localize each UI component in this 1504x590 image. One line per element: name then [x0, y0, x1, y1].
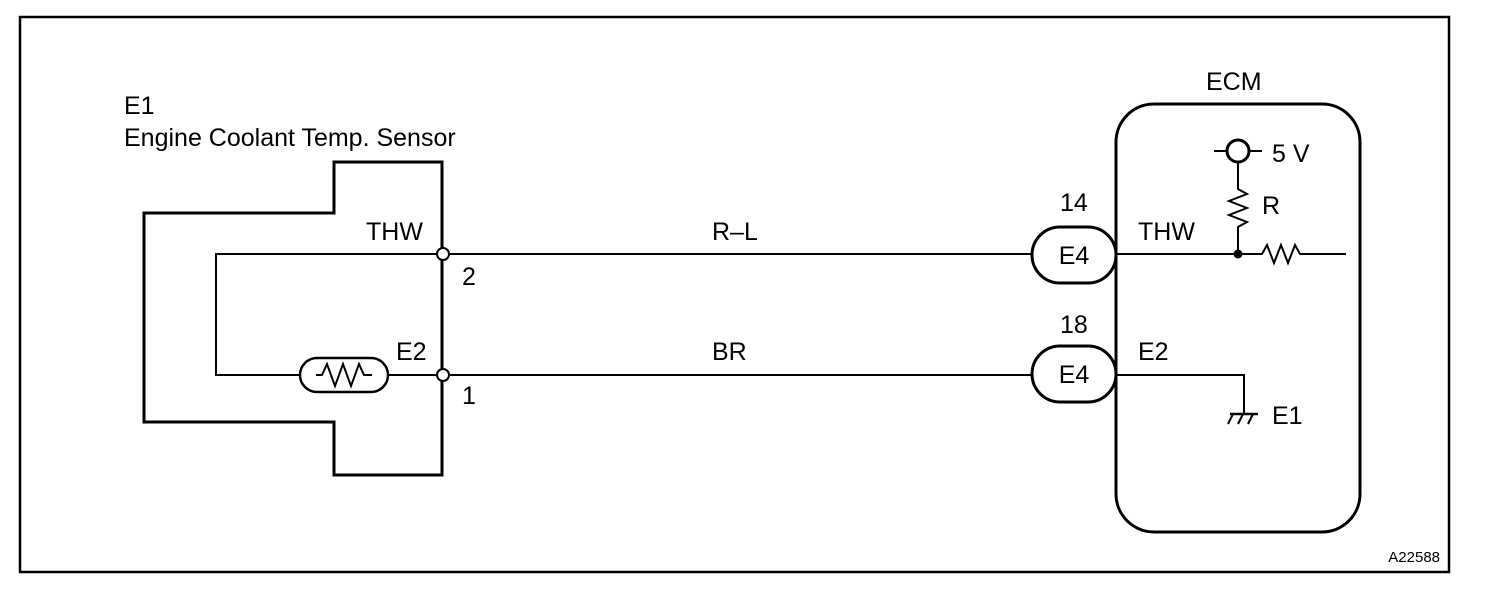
ecm-box	[1114, 102, 1362, 534]
figure-code: A22588	[1388, 549, 1440, 566]
pullup-resistor-icon	[1226, 184, 1250, 232]
sensor-name: Engine Coolant Temp. Sensor	[124, 124, 456, 152]
sensor-connector-body	[142, 160, 444, 477]
connector-top-pin: 14	[1060, 189, 1088, 217]
resistor-label: R	[1262, 192, 1280, 220]
connector-top-name: E4	[1059, 242, 1090, 270]
ecm-terminal-thw: THW	[1138, 218, 1195, 246]
diagram-frame	[18, 15, 1451, 574]
wire-color-signal: R–L	[712, 218, 758, 246]
ecm-input-resistor-icon	[1256, 242, 1306, 266]
supply-voltage: 5 V	[1272, 140, 1310, 168]
connector-bottom-name: E4	[1059, 361, 1090, 389]
sensor-terminal-thw: THW	[366, 218, 423, 246]
ecm-title: ECM	[1206, 68, 1262, 96]
sensor-code: E1	[124, 92, 155, 120]
ecm-terminal-e2: E2	[1138, 338, 1169, 366]
wire-color-ground: BR	[712, 338, 747, 366]
sensor-internal-wire	[215, 253, 442, 376]
sensor-terminal-1-circle	[436, 368, 450, 382]
connector-bottom-pin: 18	[1060, 311, 1088, 339]
ecm-ground-label: E1	[1272, 402, 1303, 430]
voltage-source-icon	[1214, 138, 1262, 164]
sensor-pin-2: 2	[462, 263, 476, 291]
ground-icon	[1227, 412, 1258, 425]
thermistor-icon	[298, 356, 390, 394]
sensor-terminal-2-circle	[436, 247, 450, 261]
ecm-e2-wire	[1116, 374, 1245, 414]
sensor-terminal-e2: E2	[396, 338, 427, 366]
sensor-pin-1: 1	[462, 382, 476, 410]
